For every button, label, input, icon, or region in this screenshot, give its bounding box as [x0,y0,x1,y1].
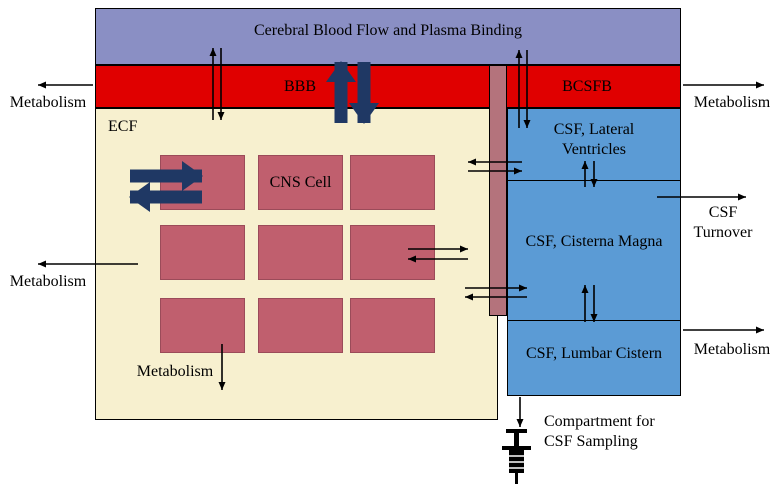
cns-cell [258,155,343,210]
csf-cisterna-magna-label: CSF, Cisterna Magna [525,233,663,250]
cns-cell [350,225,435,280]
csf-lateral-ventricles-label: CSF, Lateral Ventricles [553,121,635,158]
cns-cell [350,155,435,210]
cns-cell [350,298,435,353]
blood-label: Cerebral Blood Flow and Plasma Binding [254,22,522,39]
barrier-band [95,65,681,108]
blood-compartment [95,8,681,65]
cns-cell [160,155,245,210]
syringe-icon [502,429,531,484]
metabolism-label-right-bottom: Metabolism [693,341,771,358]
csf-turnover-label: CSF Turnover [693,204,753,241]
metabolism-label-ecf-bottom: Metabolism [136,363,214,380]
metabolism-label-left-top: Metabolism [9,94,87,111]
cns-cell [160,298,245,353]
metabolism-label-left-mid: Metabolism [9,273,87,290]
cns-cell [160,225,245,280]
csf-compartment [507,108,681,396]
csf-lumbar-cistern-label: CSF, Lumbar Cistern [525,345,663,362]
metabolism-label-right-top: Metabolism [693,94,771,111]
ecf-csf-barrier-strip [489,65,507,316]
cns-cell-label: CNS Cell [269,174,332,191]
ecf-label: ECF [108,118,138,135]
cns-cell [258,225,343,280]
csf-sampling-label: Compartment for CSF Sampling [544,413,655,450]
bbb-label: BBB [283,78,316,95]
bcsfb-label: BCSFB [562,78,612,95]
cns-cell [258,298,343,353]
